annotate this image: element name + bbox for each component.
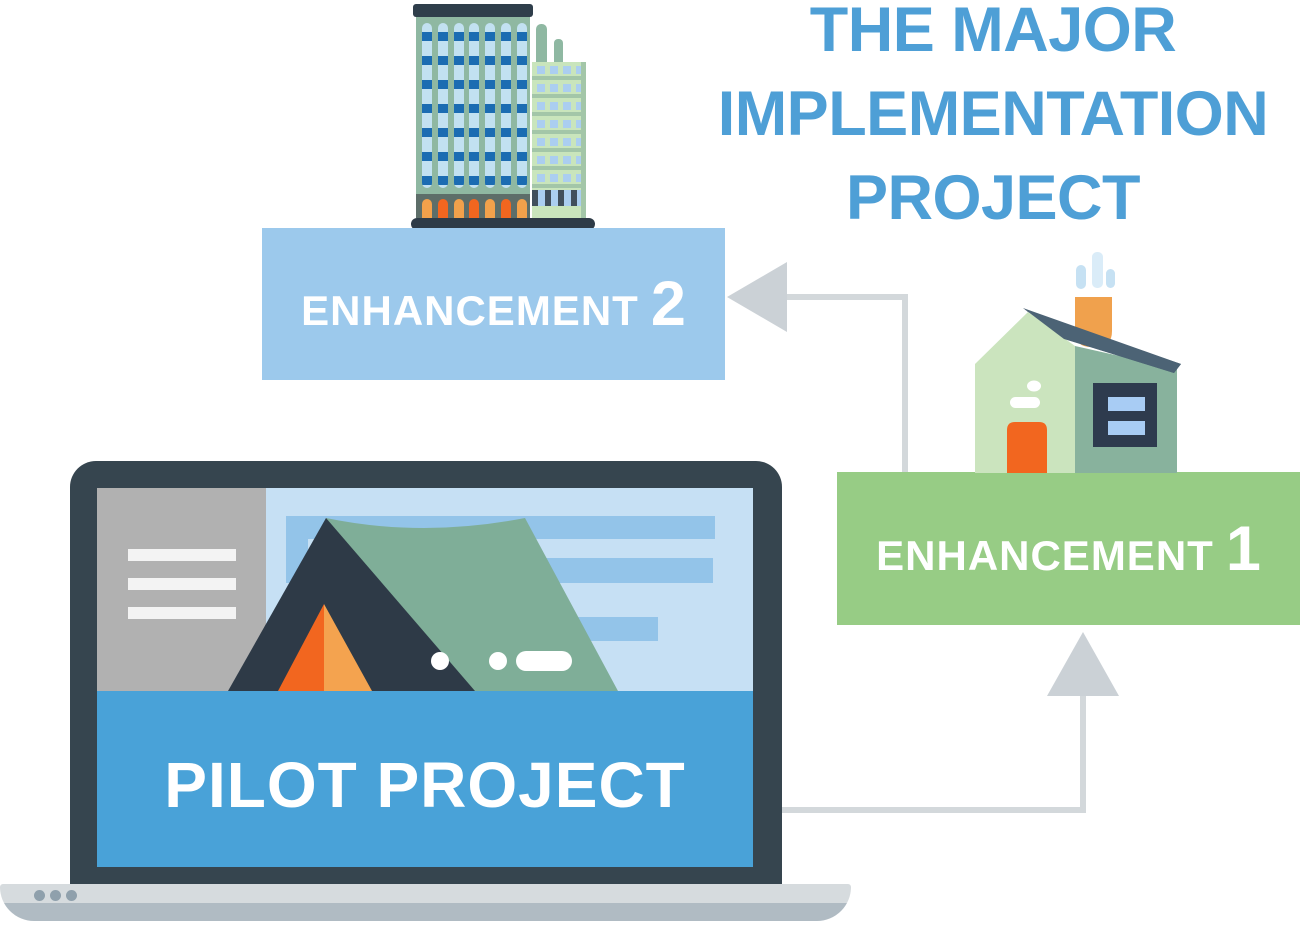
enhancement2-label: ENHANCEMENT: [301, 287, 639, 334]
small-building-dark-band: [532, 190, 586, 206]
connector-line: [785, 294, 908, 300]
tent-icon: [228, 518, 618, 691]
arrow-up-icon: [1047, 632, 1119, 696]
sidebar-menu-line: [128, 578, 236, 590]
house-icon: [975, 252, 1181, 473]
page-title: THE MAJOR IMPLEMENTATION PROJECT: [690, 0, 1296, 240]
title-line-2: IMPLEMENTATION: [717, 79, 1269, 149]
sidebar-menu-line: [128, 549, 236, 561]
small-building-edge: [581, 62, 586, 218]
node-enhancement-1: ENHANCEMENT 1: [837, 472, 1300, 625]
connector-line: [902, 297, 908, 472]
title-line-1: THE MAJOR: [809, 0, 1177, 65]
laptop-base: [0, 884, 851, 921]
enhancement1-number: 1: [1225, 513, 1261, 584]
laptop-base-dots: [34, 890, 77, 901]
node-enhancement-2: ENHANCEMENT 2: [262, 228, 725, 380]
building-pedestal: [411, 218, 595, 230]
node-pilot-project: PILOT PROJECT: [97, 691, 753, 867]
small-building-base: [532, 206, 586, 218]
tall-building-arches: [422, 199, 527, 218]
sidebar-menu-line: [128, 607, 236, 619]
connector-line: [1080, 695, 1086, 813]
pilot-project-label: PILOT PROJECT: [164, 749, 686, 821]
connector-line: [780, 807, 1086, 813]
arrow-left-icon: [727, 262, 787, 332]
tall-building-windows: [422, 23, 527, 188]
title-line-3: PROJECT: [845, 163, 1141, 233]
tall-building-roof: [413, 4, 533, 17]
enhancement1-label: ENHANCEMENT: [876, 531, 1214, 579]
enhancement2-number: 2: [650, 269, 686, 339]
antenna-icon: [536, 24, 547, 66]
antenna-icon: [554, 39, 563, 66]
